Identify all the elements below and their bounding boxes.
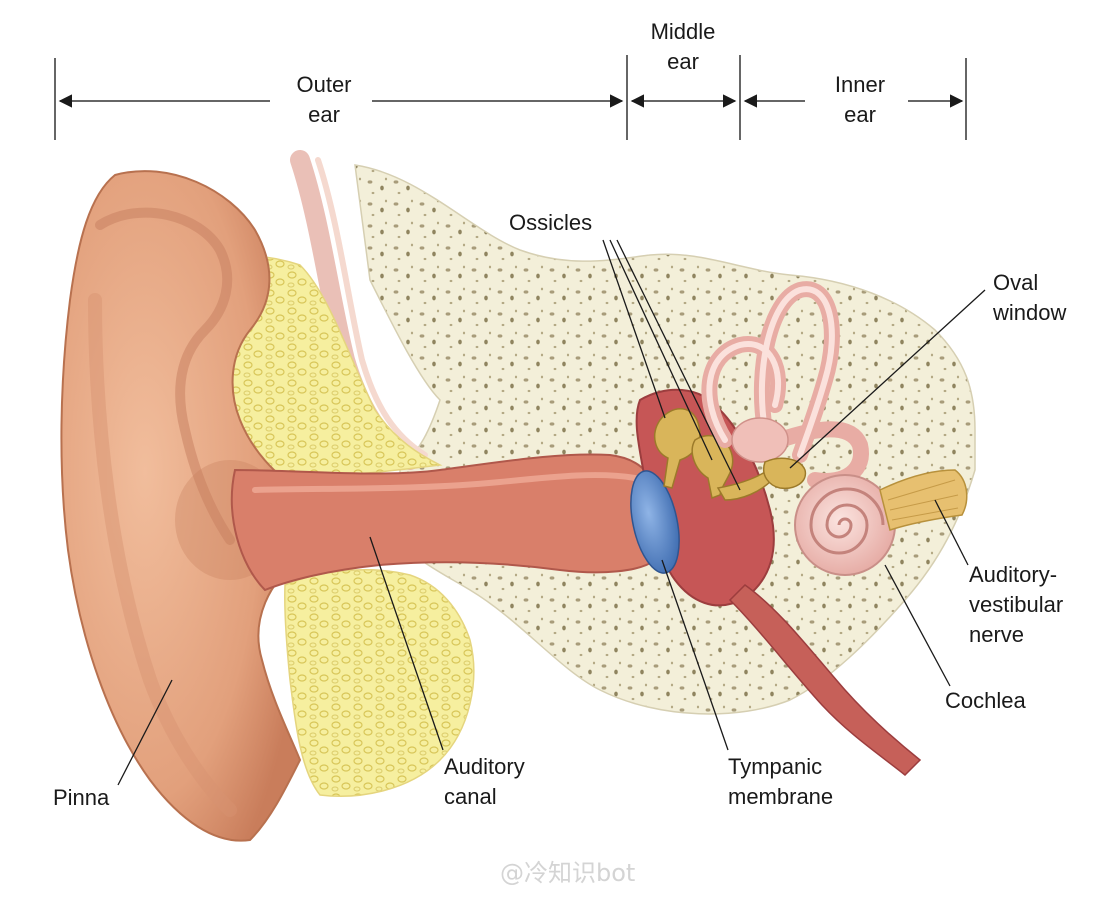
label-oval-window-line2: window (993, 300, 1067, 325)
label-auditory-vestibular-nerve: Auditory- vestibular nerve (969, 560, 1063, 650)
label-middle-ear-line2: ear (667, 49, 699, 74)
oval-window-shape (763, 457, 807, 490)
pinna-shape (60, 170, 302, 842)
eustachian-tube (728, 584, 922, 777)
ossicles-bones (653, 408, 774, 501)
label-inner-ear-line2: ear (844, 102, 876, 127)
helix-fold (95, 207, 235, 545)
label-middle-ear: Middle ear (638, 17, 728, 77)
canal-highlight (252, 472, 638, 493)
semicircular-highlight (706, 286, 835, 458)
vestibular-nerve-shape (879, 469, 968, 531)
leader-tympanic (661, 559, 729, 751)
label-auditory-canal: Auditory canal (444, 752, 525, 812)
label-pinna: Pinna (53, 783, 109, 813)
leader-ossicles-3 (616, 239, 741, 491)
leader-lines (117, 239, 986, 786)
label-cochlea-text: Cochlea (945, 688, 1026, 713)
leader-pinna (117, 679, 173, 786)
label-outer-ear-line2: ear (308, 102, 340, 127)
label-tympanic-line1: Tympanic (728, 754, 823, 779)
watermark: @冷知识bot (500, 853, 635, 888)
scalp-highlight (315, 157, 428, 458)
lower-cartilage (284, 569, 475, 797)
antihelix-fold (88, 293, 237, 817)
label-cochlea: Cochlea (945, 686, 1026, 716)
label-pinna-text: Pinna (53, 785, 110, 810)
watermark-text: @冷知识bot (500, 859, 636, 887)
leader-auditory-canal (369, 536, 444, 751)
label-oval-window: Oval window (993, 268, 1066, 328)
vestibule (731, 417, 789, 463)
label-middle-ear-line1: Middle (650, 19, 716, 44)
label-oval-window-line1: Oval (993, 270, 1039, 295)
label-inner-ear: Inner ear (818, 70, 902, 130)
label-nerve-line1: Auditory- (969, 562, 1058, 587)
label-outer-ear: Outer ear (284, 70, 364, 130)
section-brackets (54, 55, 967, 140)
label-outer-ear-line1: Outer (296, 72, 352, 97)
label-inner-ear-line1: Inner (834, 72, 886, 97)
leader-nerve (934, 499, 969, 566)
nerve-fibers (887, 479, 959, 521)
label-ossicles: Ossicles (509, 208, 592, 238)
leader-cochlea (884, 564, 951, 687)
label-nerve-line3: nerve (969, 622, 1025, 647)
label-auditory-canal-line1: Auditory (444, 754, 525, 779)
leader-ossicles-1 (602, 239, 666, 419)
cochlea-spiral (809, 487, 885, 555)
leader-oval-window (789, 289, 986, 469)
label-tympanic-line2: membrane (728, 784, 834, 809)
label-auditory-canal-line2: canal (444, 784, 497, 809)
leader-ossicles-2 (609, 239, 713, 461)
label-ossicles-text: Ossicles (509, 210, 593, 235)
label-tympanic-membrane: Tympanic membrane (728, 752, 833, 812)
label-nerve-line2: vestibular (969, 592, 1064, 617)
